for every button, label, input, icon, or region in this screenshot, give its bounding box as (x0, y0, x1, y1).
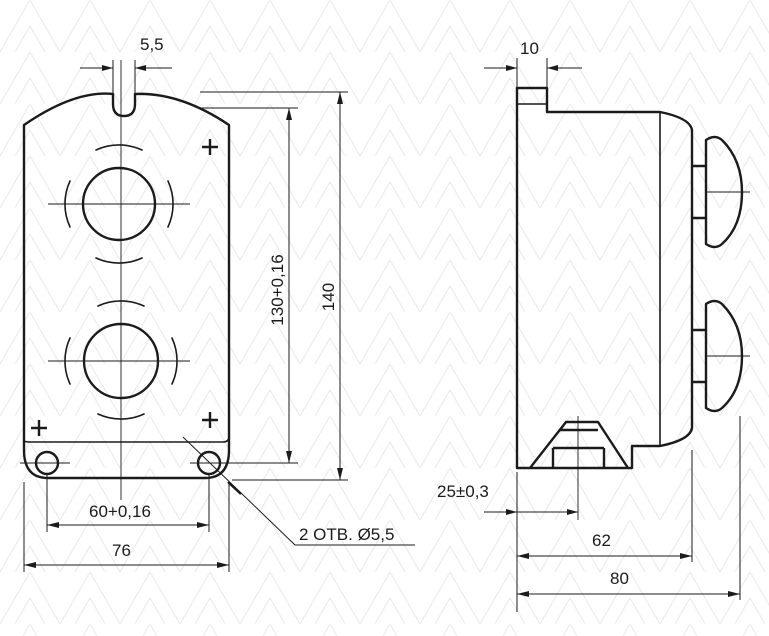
dim-tab-width-lines (484, 58, 582, 88)
side-view: 10 25±0,3 62 80 (437, 39, 750, 612)
dim-overall-height-label: 140 (319, 283, 338, 311)
enclosure-base-line (23, 421, 230, 443)
dim-hole-spacing-vertical-label: 130+0,16 (268, 254, 287, 325)
dim-mount-offset-lines (484, 472, 578, 612)
dim-body-depth-label: 62 (592, 531, 611, 550)
dim-overall-depth-lines (517, 416, 741, 600)
screw-mark-top-right (202, 139, 218, 155)
dim-slot-width-lines (80, 60, 172, 96)
dim-overall-width-label: 76 (112, 541, 131, 560)
dim-body-depth-lines (517, 450, 693, 562)
dim-overall-height-lines (200, 91, 348, 481)
dim-mount-offset-label: 25±0,3 (437, 482, 489, 501)
dim-hole-spacing-horizontal-label: 60+0,16 (89, 502, 151, 521)
center-lines (20, 60, 230, 500)
front-view: 5,5 130+0,16 140 60+0,16 76 2 ОТВ. Ø5,5 (20, 35, 415, 572)
dim-slot-width-label: 5,5 (140, 35, 164, 54)
screw-mark-bottom-right (202, 412, 218, 428)
holes-leader-line (182, 436, 415, 546)
dim-hole-spacing-horizontal-lines (46, 474, 210, 532)
dim-overall-depth-label: 80 (610, 569, 629, 588)
side-button-axes (706, 191, 750, 357)
screw-mark-bottom-left (31, 420, 47, 436)
dim-overall-width-lines (23, 482, 230, 572)
side-mounting-boss (529, 420, 630, 469)
holes-note-label: 2 ОТВ. Ø5,5 (299, 525, 394, 544)
dim-hole-spacing-vertical-lines (200, 107, 298, 464)
dim-tab-width-label: 10 (520, 39, 539, 58)
